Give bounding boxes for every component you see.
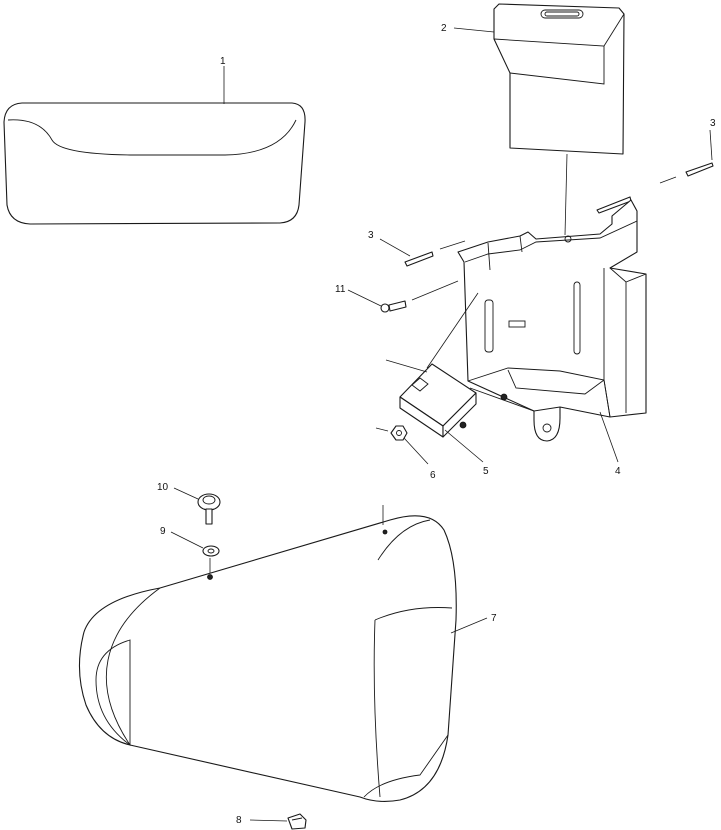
callout-6: 6 xyxy=(430,470,436,481)
part-10-fastener xyxy=(173,487,221,525)
callout-9: 9 xyxy=(160,526,166,537)
leader-2 xyxy=(453,27,568,236)
part-4-bracket xyxy=(457,199,647,442)
part-1-lid xyxy=(3,102,306,225)
part-6-nut xyxy=(375,425,429,465)
part-3-pin-left xyxy=(379,238,466,267)
part-9-washer xyxy=(170,531,220,573)
part-11-bolt xyxy=(347,280,459,313)
callout-8: 8 xyxy=(236,815,242,826)
leader-7 xyxy=(382,505,488,634)
callout-5: 5 xyxy=(483,466,489,477)
callout-1: 1 xyxy=(220,56,226,67)
callout-3-upper: 3 xyxy=(710,118,716,129)
callout-7: 7 xyxy=(491,613,497,624)
callout-11: 11 xyxy=(335,284,346,295)
part-3-pin-upper xyxy=(659,129,714,184)
callout-4: 4 xyxy=(615,466,621,477)
callout-2: 2 xyxy=(441,23,447,34)
leader-4 xyxy=(599,411,619,463)
part-5-module xyxy=(385,292,484,463)
callout-3-left: 3 xyxy=(368,230,374,241)
part-7-shroud xyxy=(78,515,457,803)
part-2-duct xyxy=(493,3,625,155)
callout-10: 10 xyxy=(157,482,169,493)
part-8-clip xyxy=(249,813,307,830)
